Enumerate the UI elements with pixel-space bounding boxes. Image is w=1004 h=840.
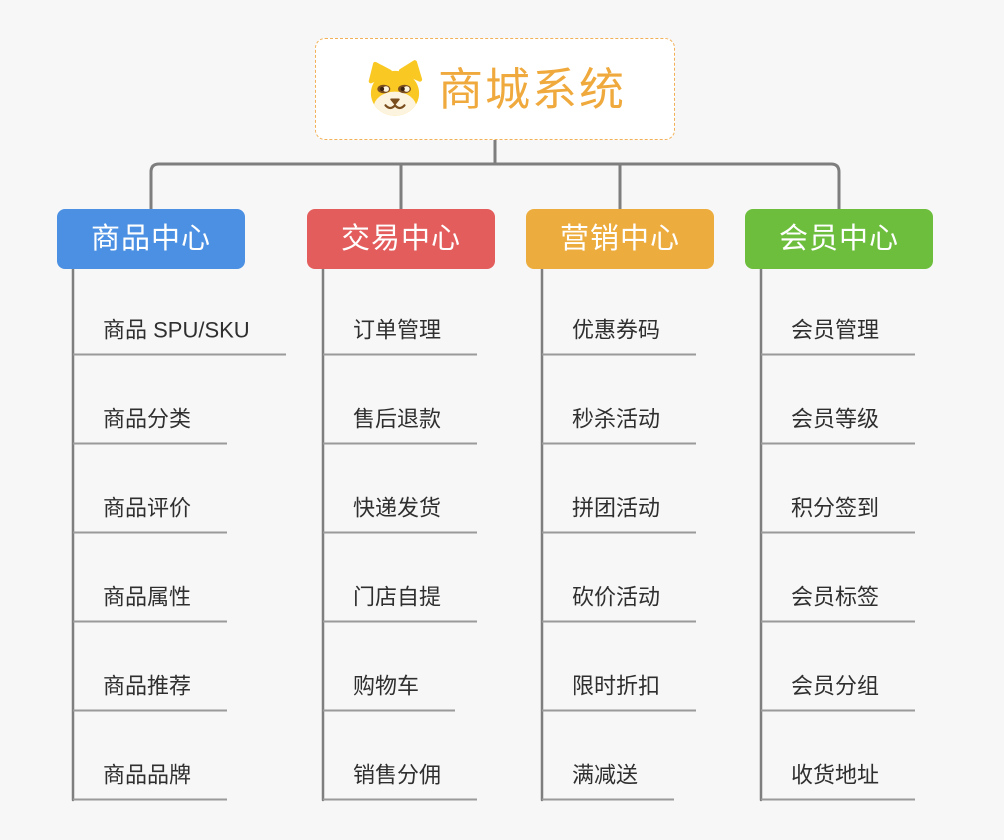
leaf-node[interactable]: 售后退款 (323, 406, 478, 444)
leaf-node[interactable]: 商品分类 (73, 406, 228, 444)
leaf-node[interactable]: 会员标签 (761, 584, 916, 622)
leaf-node[interactable]: 商品评价 (73, 495, 228, 533)
leaf-node[interactable]: 会员分组 (761, 673, 916, 711)
leaf-node[interactable]: 积分签到 (761, 495, 916, 533)
leaf-node[interactable]: 满减送 (542, 762, 675, 800)
branch-label: 营销中心 (559, 222, 680, 255)
leaf-node[interactable]: 订单管理 (323, 317, 478, 355)
leaf-node[interactable]: 快递发货 (323, 495, 478, 533)
root-node[interactable]: 商城系统 (315, 38, 675, 140)
leaf-node[interactable]: 会员管理 (761, 317, 916, 355)
leaf-node[interactable]: 商品属性 (73, 584, 228, 622)
leaf-node[interactable]: 拼团活动 (542, 495, 697, 533)
leaf-node[interactable]: 砍价活动 (542, 584, 697, 622)
root-title: 商城系统 (437, 63, 626, 115)
leaf-node[interactable]: 秒杀活动 (542, 406, 697, 444)
leaf-node[interactable]: 购物车 (323, 673, 456, 711)
branch-label: 交易中心 (340, 222, 461, 255)
branch-node-4[interactable]: 会员中心 (745, 209, 933, 269)
leaf-node[interactable]: 商品推荐 (73, 673, 228, 711)
leaf-node[interactable]: 门店自提 (323, 584, 478, 622)
leaf-node[interactable]: 商品品牌 (73, 762, 228, 800)
branch-label: 商品中心 (90, 222, 211, 255)
branch-node-2[interactable]: 交易中心 (307, 209, 495, 269)
leaf-node[interactable]: 优惠券码 (542, 317, 697, 355)
leaf-node[interactable]: 限时折扣 (542, 673, 697, 711)
leaf-node[interactable]: 销售分佣 (323, 762, 478, 800)
branch-node-3[interactable]: 营销中心 (526, 209, 714, 269)
leaf-node[interactable]: 会员等级 (761, 406, 916, 444)
leaf-node[interactable]: 收货地址 (761, 762, 916, 800)
leaf-node[interactable]: 商品 SPU/SKU (73, 317, 286, 355)
shiba-dog-icon (364, 60, 426, 118)
branch-node-1[interactable]: 商品中心 (57, 209, 245, 269)
branch-label: 会员中心 (778, 222, 899, 255)
